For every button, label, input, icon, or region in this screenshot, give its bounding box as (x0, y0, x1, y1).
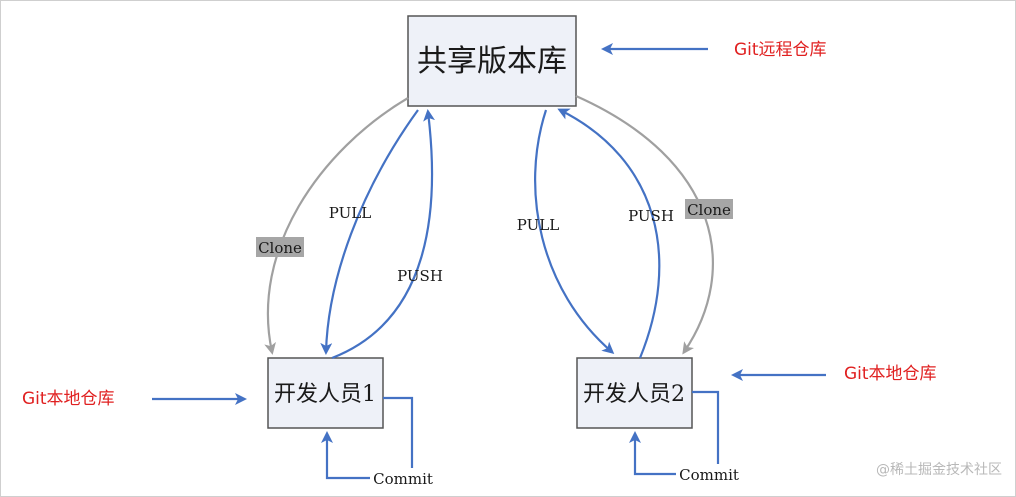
push-right-edge (557, 108, 661, 359)
remote-annotation-label: Git远程仓库 (734, 40, 827, 60)
pull-right-edge (534, 109, 615, 354)
pull-right-label: PULL (517, 216, 559, 234)
commit-right-tag: Commit (676, 464, 742, 484)
shared-repo-label: 共享版本库 (417, 44, 567, 79)
pull-left-edge (320, 109, 419, 355)
pull-left-label: PULL (329, 204, 371, 222)
push-left-label: PUSH (397, 267, 443, 285)
dev1-node: 开发人员1 (267, 357, 384, 429)
commit-left-label: Commit (373, 470, 433, 488)
clone-left-edge (264, 97, 409, 355)
commit-left-tag: Commit (370, 468, 436, 488)
commit-right-label: Commit (679, 466, 739, 484)
shared-repo-node: 共享版本库 (407, 15, 577, 107)
clone-right-tag: Clone (685, 199, 733, 219)
clone-left-label: Clone (258, 239, 302, 257)
clone-left-tag: Clone (256, 237, 304, 257)
dev1-label: 开发人员1 (274, 382, 376, 407)
watermark: @稀土掘金技术社区 (876, 462, 1002, 478)
push-left-edge (331, 109, 436, 360)
dev2-label: 开发人员2 (583, 382, 685, 407)
push-right-label: PUSH (628, 207, 674, 225)
local-right-annotation-label: Git本地仓库 (844, 364, 937, 384)
local-left-annotation-label: Git本地仓库 (22, 389, 115, 409)
dev2-node: 开发人员2 (576, 357, 693, 429)
clone-right-label: Clone (687, 201, 731, 219)
